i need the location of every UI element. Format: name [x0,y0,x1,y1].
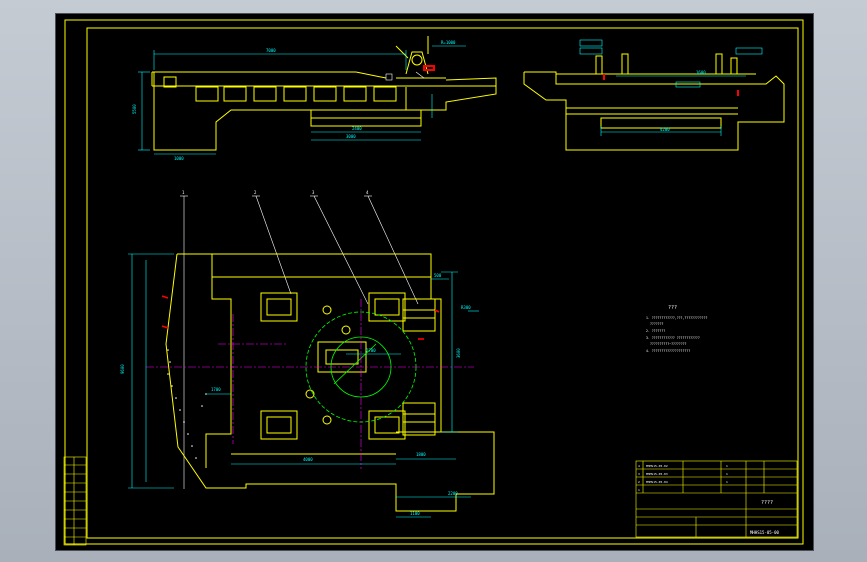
svg-text:1: 1 [726,472,728,476]
svg-text:????: ???? [761,500,773,506]
svg-text:4200: 4200 [660,127,670,132]
svg-text:2: 2 [638,480,640,484]
svg-text:2: 2 [254,190,257,195]
svg-text:3600: 3600 [456,348,461,358]
svg-text:1: 1 [726,464,728,468]
svg-text:R300: R300 [461,305,471,310]
technical-notes: ??? 1. ????????????,???,???????????? ???… [646,305,707,353]
svg-text:??????????~????????: ??????????~???????? [650,342,687,346]
svg-text:1. ????????????,???,??????????: 1. ????????????,???,???????????? [646,316,707,320]
svg-text:???????: ??????? [650,322,664,326]
svg-text:1800: 1800 [416,452,426,457]
svg-text:2200: 2200 [448,491,458,496]
title-block: MHHS15-05-02 MHHS15-05-03 MHHS15-05-04 4… [635,460,798,538]
svg-text:MHHS15-05-04: MHHS15-05-04 [646,480,668,484]
svg-text:3. ???????????? ????????????: 3. ???????????? ???????????? [646,336,700,340]
svg-text:R=1000: R=1000 [441,40,456,45]
svg-text:500: 500 [434,273,442,278]
svg-text:9600: 9600 [120,364,125,374]
svg-text:MHHS15-05-00: MHHS15-05-00 [750,530,779,535]
svg-text:1000: 1000 [174,156,184,161]
svg-text:5500: 5500 [132,104,137,114]
svg-text:2. ???????: 2. ??????? [646,329,665,333]
inner-border-frame [86,27,799,539]
svg-text:MHHS15-05-03: MHHS15-05-03 [646,472,668,476]
svg-text:4: 4 [638,464,640,468]
revision-table [63,456,87,546]
svg-text:1600: 1600 [696,70,706,75]
cad-model-viewport[interactable]: 7000 5500 1000 2400 3000 R=1000 [55,13,814,551]
svg-text:4. ????????????????????: 4. ???????????????????? [646,349,690,353]
plan-view: 9600 3600 4000 1800 1700 2700 2200 1100 … [120,190,495,518]
svg-text:1700: 1700 [211,387,221,392]
svg-text:2700: 2700 [366,348,376,353]
svg-text:3: 3 [638,472,640,476]
svg-text:7000: 7000 [266,48,276,53]
side-elevation-view: 4200 1600 [523,39,785,151]
svg-text:1100: 1100 [410,511,420,516]
svg-text:4000: 4000 [303,457,313,462]
cad-drawing-canvas[interactable]: 7000 5500 1000 2400 3000 R=1000 [56,14,813,550]
svg-text:3: 3 [312,190,315,195]
outer-border-frame [64,19,804,545]
svg-text:???: ??? [668,305,677,311]
front-elevation-view: 7000 5500 1000 2400 3000 R=1000 [132,36,497,161]
svg-text:1: 1 [182,190,185,195]
svg-text:1: 1 [726,480,728,484]
svg-text:2400: 2400 [352,126,362,131]
svg-text:MHHS15-05-02: MHHS15-05-02 [646,464,668,468]
svg-text:3000: 3000 [346,134,356,139]
svg-text:1: 1 [638,488,640,492]
svg-text:4: 4 [366,190,369,195]
